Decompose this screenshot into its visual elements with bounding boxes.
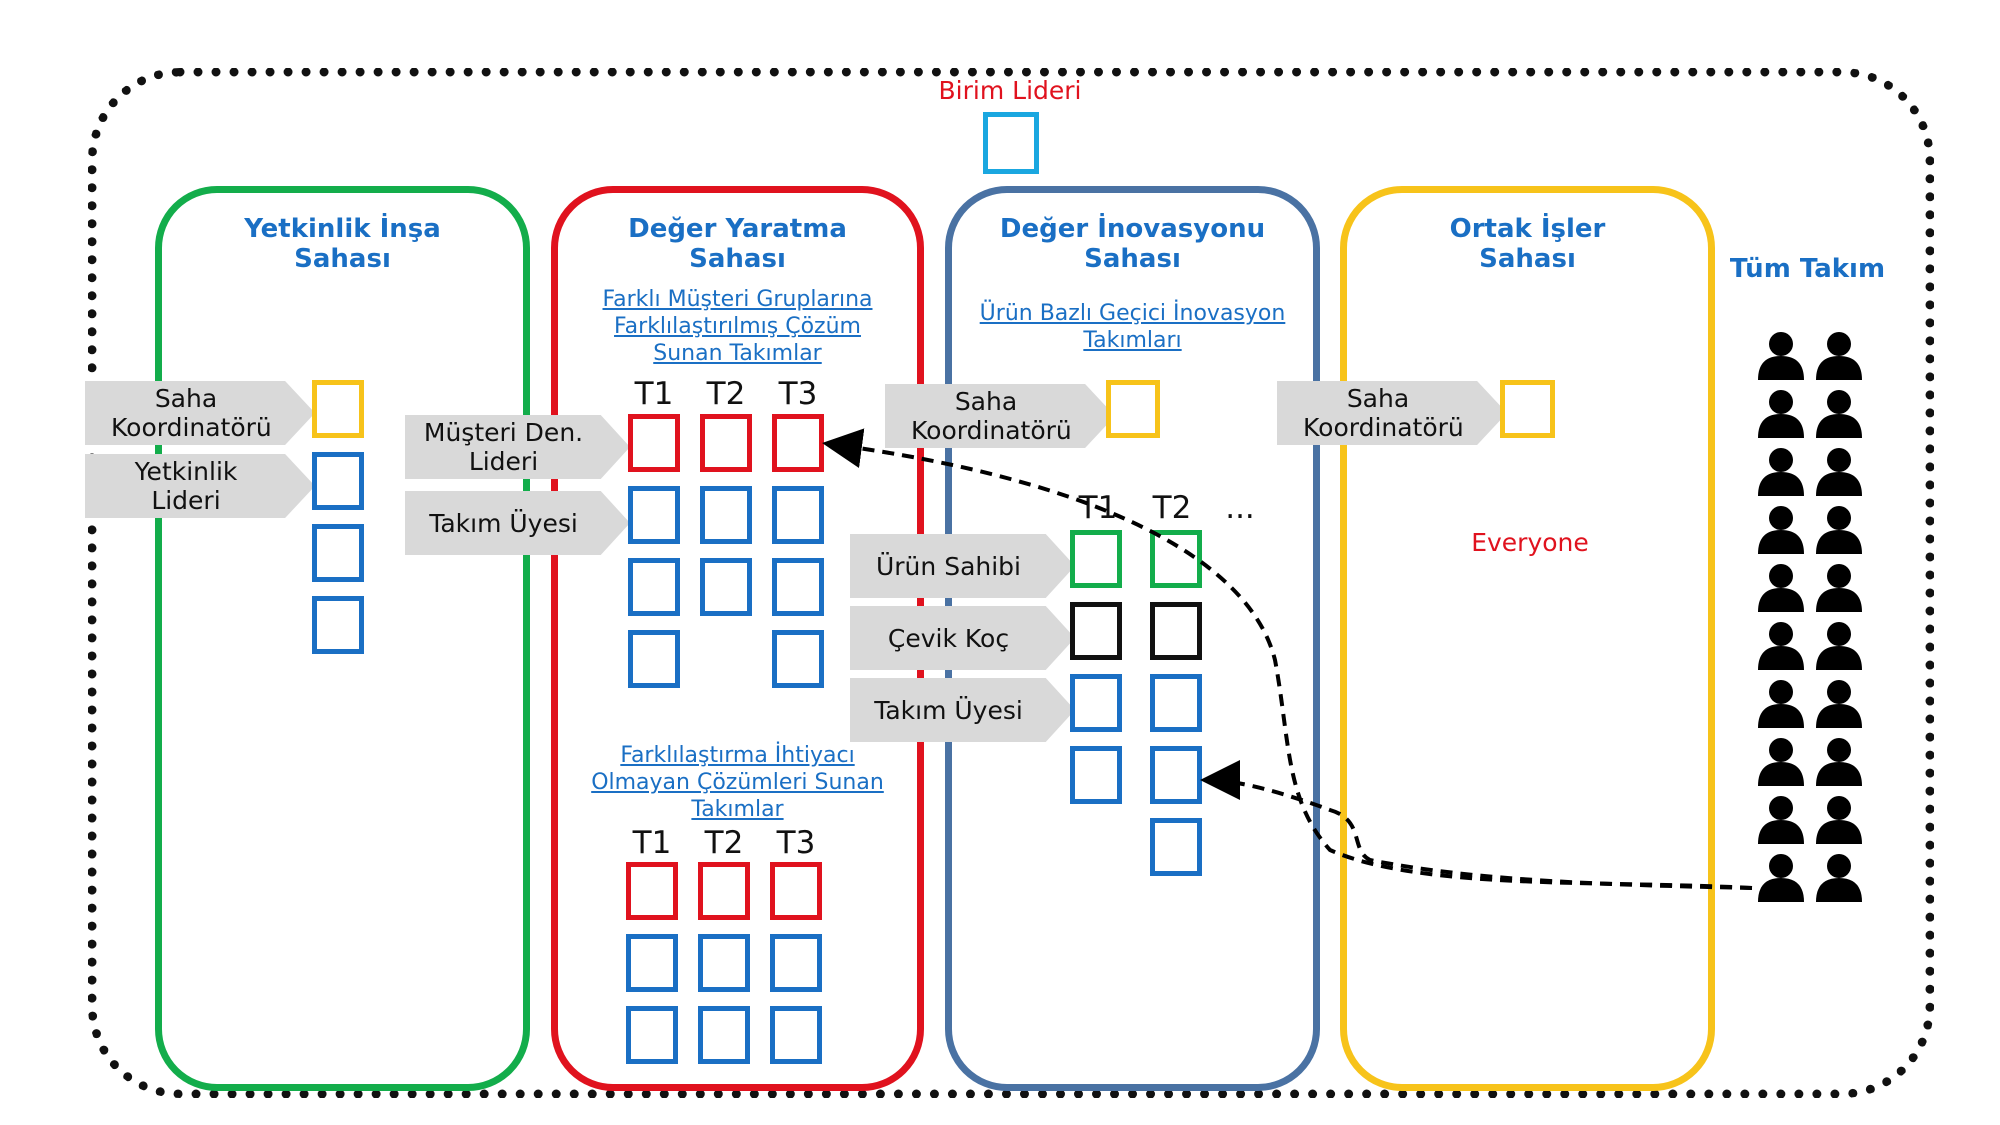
team-member-box (1150, 818, 1202, 876)
team-member-box (700, 558, 752, 616)
role-box-coordinator (312, 380, 364, 438)
team-member-box (772, 486, 824, 544)
team-member-box (628, 486, 680, 544)
team-label: T3 (776, 825, 816, 861)
role-label: Saha Koordinatörü (111, 384, 272, 442)
team-lead-box (628, 414, 680, 472)
pillar-title-shared-services: Ortak İşler Sahası (1449, 214, 1606, 274)
team-member-box (770, 934, 822, 992)
team-member-box (628, 558, 680, 616)
team-lead-box (698, 862, 750, 920)
role-arrow-field-coordinator: Saha Koordinatörü (1277, 381, 1507, 445)
team-member-box (772, 558, 824, 616)
role-box-coordinator (1106, 380, 1160, 438)
agile-coach-box (1070, 602, 1122, 660)
pillar-title-competency: Yetkinlik İnşa Sahası (244, 214, 441, 274)
role-label: Takım Üyesi (429, 508, 578, 538)
link-innovation-teams[interactable]: Ürün Bazlı Geçici İnovasyon Takımları (979, 301, 1286, 353)
team-member-box (1150, 674, 1202, 732)
unit-leader-box (983, 112, 1039, 174)
role-box-member (312, 524, 364, 582)
role-label: Müşteri Den. Lideri (423, 418, 584, 476)
team-lead-box (772, 414, 824, 472)
role-arrow-team-member: Takım Üyesi (405, 491, 630, 555)
team-label: T2 (706, 376, 746, 412)
team-member-box (700, 486, 752, 544)
dashed-arrow (822, 428, 1753, 890)
role-arrow-field-coordinator: Saha Koordinatörü (885, 384, 1115, 448)
team-label: T3 (778, 376, 818, 412)
team-lead-box (626, 862, 678, 920)
role-arrow-competency-lead: Yetkinlik Lideri (85, 454, 315, 518)
role-arrow-agile-coach: Çevik Koç (850, 606, 1075, 670)
team-member-box (698, 1006, 750, 1064)
team-member-box (772, 630, 824, 688)
dashed-arrow (1200, 760, 1753, 890)
role-label: Ürün Sahibi (875, 551, 1021, 581)
pillar-competency (155, 186, 530, 1091)
team-lead-box (700, 414, 752, 472)
team-member-box (628, 630, 680, 688)
role-box-member (312, 452, 364, 510)
agile-coach-box (1150, 602, 1202, 660)
pillar-shared-services (1340, 186, 1715, 1091)
link-differentiated-teams[interactable]: Farklı Müşteri Gruplarına Farklılaştırıl… (602, 287, 873, 366)
product-owner-box (1070, 530, 1122, 588)
unit-leader-label: Birim Lideri (938, 76, 1082, 105)
role-arrow-customer-exp-lead: Müşteri Den. Lideri (405, 415, 630, 479)
team-label: ... (1225, 490, 1255, 526)
team-lead-box (770, 862, 822, 920)
team-member-box (626, 934, 678, 992)
team-member-box (626, 1006, 678, 1064)
role-label: Takım Üyesi (874, 695, 1023, 725)
product-owner-box (1150, 530, 1202, 588)
team-member-box (1070, 674, 1122, 732)
all-team-label: Tüm Takım (1729, 254, 1886, 284)
team-member-box (1150, 746, 1202, 804)
team-label: T1 (634, 376, 674, 412)
team-member-box (698, 934, 750, 992)
role-label: Yetkinlik Lideri (134, 457, 238, 515)
organization-boundary (88, 68, 1934, 1098)
team-label: T2 (704, 825, 744, 861)
role-arrow-product-owner: Ürün Sahibi (850, 534, 1075, 598)
role-arrow-team-member: Takım Üyesi (850, 678, 1075, 742)
team-member-box (770, 1006, 822, 1064)
role-box-member (312, 596, 364, 654)
role-label: Saha Koordinatörü (911, 387, 1072, 445)
team-label: T2 (1152, 490, 1192, 526)
role-box-coordinator (1500, 380, 1555, 438)
role-arrow-field-coordinator: Saha Koordinatörü (85, 381, 315, 445)
team-member-box (1070, 746, 1122, 804)
pillar-title-value-creation: Değer Yaratma Sahası (628, 214, 847, 274)
role-label: Çevik Koç (887, 623, 1010, 653)
team-label: T1 (632, 825, 672, 861)
role-label: Saha Koordinatörü (1303, 384, 1464, 442)
everyone-label: Everyone (1471, 528, 1589, 557)
pillar-title-value-innovation: Değer İnovasyonu Sahası (999, 214, 1266, 274)
link-standard-teams[interactable]: Farklılaştırma İhtiyacı Olmayan Çözümler… (591, 743, 884, 822)
